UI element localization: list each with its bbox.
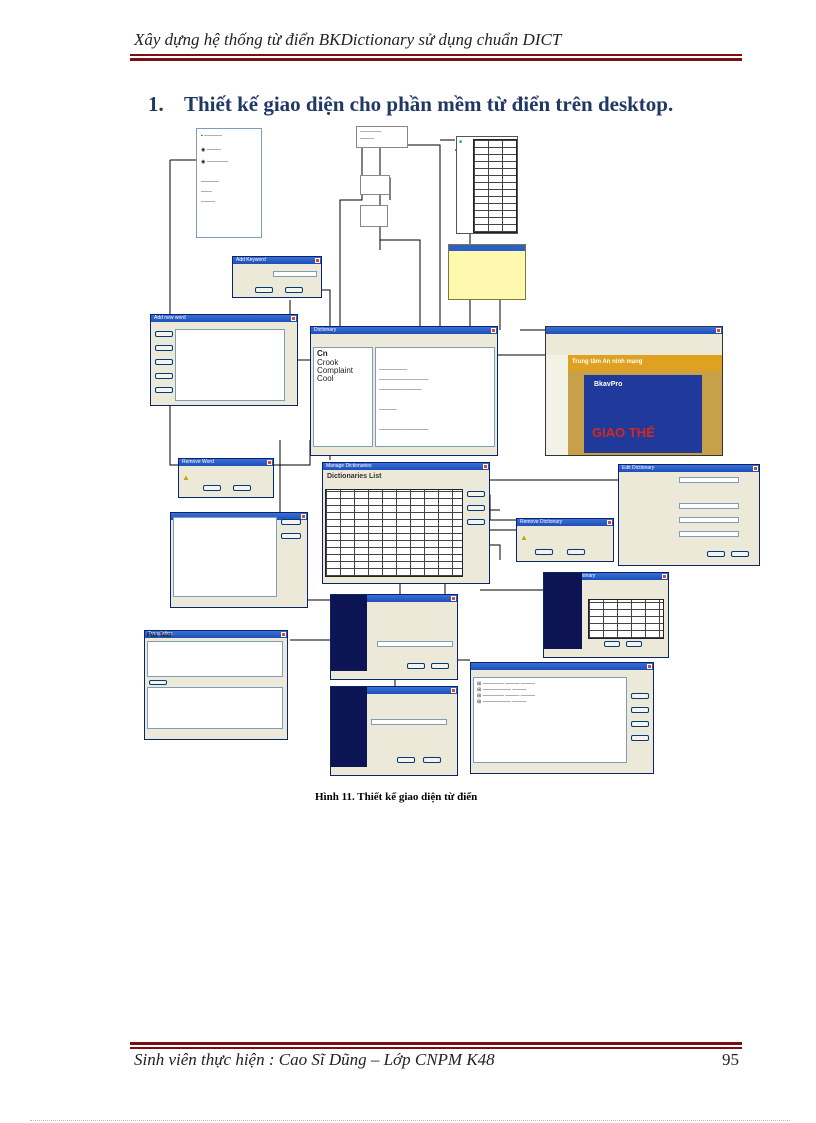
category-list-window [170, 512, 308, 608]
add-new-word-title: Add new word [151, 315, 297, 322]
add-web-dictionary-window: Add a Web Dictionary [543, 572, 669, 658]
figure-caption: Hình 11. Thiết kế giao diện từ điển [315, 791, 478, 803]
context-menu-mid [360, 175, 390, 195]
manage-dictionaries-title: Manage Dictionaries [323, 463, 489, 470]
footer-rule-thick [130, 1042, 742, 1045]
full-text-label: Full Text [147, 633, 172, 639]
word-cool: Cool [317, 374, 334, 383]
translation-title: Translation [145, 631, 287, 638]
word-list-window: ■ [456, 136, 518, 234]
add-keyword-window: Add Keyword [232, 256, 322, 298]
header-rule-thick [130, 58, 742, 61]
ui-design-figure: ▪ ───── ◉ ──── ◉ ────── ───── ─── ──── ─… [144, 126, 760, 776]
remove-word-title: Remove Word [179, 459, 273, 466]
remove-dictionary-title: Remove Dictionary [517, 519, 613, 526]
dictionary-main-window: Dictionary Cn Crook Complaint Cool ─────… [310, 326, 498, 456]
wizard-window-2 [330, 686, 458, 776]
word-complaint: Complaint [317, 366, 354, 375]
page-bottom-dotted-line [30, 1120, 790, 1121]
category-list-title [171, 513, 307, 520]
header-rule [130, 54, 742, 56]
dictionaries-list-label: Dictionaries List [327, 473, 382, 480]
bkavpro-label: BkavPro [594, 381, 623, 388]
manage-tree-window: ⊞ ────── ──── ──── ⊞ ──────── ──── ⊞ ───… [470, 662, 654, 774]
note-window [448, 244, 526, 300]
browser-window: Trung tâm An ninh mạng BkavPro GIAO THẾ [545, 326, 723, 456]
section-title: Thiết kế giao diện cho phần mềm từ điển … [184, 92, 674, 116]
giao-the-label: GIAO THẾ [592, 425, 655, 440]
dictionary-main-title: Dictionary [311, 327, 497, 334]
browser-title [546, 327, 722, 334]
add-new-word-window: Add new word [150, 314, 298, 406]
wizard-1-title [331, 595, 457, 602]
word-crook: Crook [317, 358, 339, 367]
add-keyword-title: Add Keyword [233, 257, 321, 264]
context-menu-low [360, 205, 388, 227]
footer-author: Sinh viên thực hiện : Cao Sĩ Dũng – Lớp … [134, 1050, 495, 1069]
remove-word-window: Remove Word ▲ [178, 458, 274, 498]
browser-heading: Trung tâm An ninh mạng [572, 359, 643, 365]
edit-dictionary-window: Edit Dictionary [618, 464, 760, 566]
edit-dictionary-title: Edit Dictionary [619, 465, 759, 472]
translation-window: Translation Full Text [144, 630, 288, 740]
remove-dictionary-window: Remove Dictionary ▲ [516, 518, 614, 562]
context-menu-top: ────────── [356, 126, 408, 148]
wizard-2-title [331, 687, 457, 694]
manage-dictionaries-window: Manage Dictionaries Dictionaries List [322, 462, 490, 584]
manage-tree-title [471, 663, 653, 670]
section-heading: 1. Thiết kế giao diện cho phần mềm từ điể… [148, 92, 673, 117]
section-number: 1. [148, 92, 164, 116]
wizard-window-1 [330, 594, 458, 680]
word-cn: Cn [317, 349, 328, 358]
options-list-window: ▪ ───── ◉ ──── ◉ ────── ───── ─── ──── [196, 128, 262, 238]
running-header: Xây dựng hệ thống từ điển BKDictionary s… [134, 30, 562, 49]
footer-rule [130, 1047, 742, 1049]
page-number: 95 [722, 1050, 739, 1069]
